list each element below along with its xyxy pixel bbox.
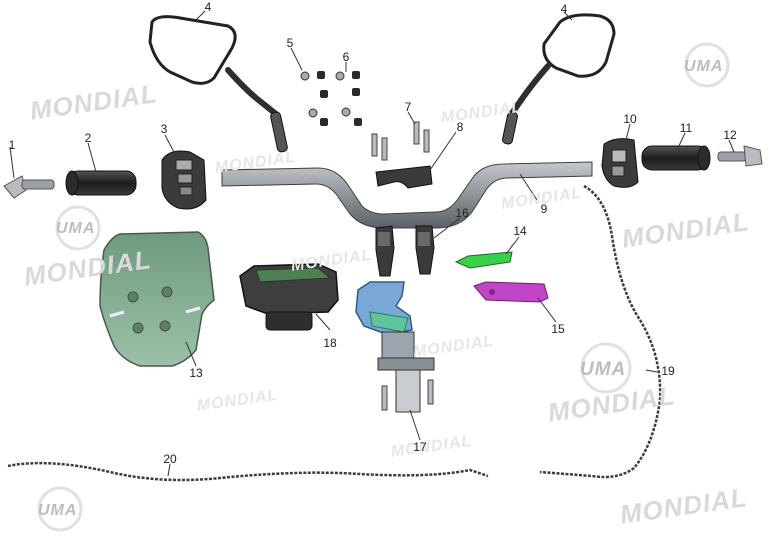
callout-13: 13 bbox=[189, 366, 203, 380]
nuts-washers bbox=[300, 71, 362, 126]
grip-left bbox=[65, 170, 137, 196]
leader-line bbox=[9, 146, 15, 179]
grip-right bbox=[641, 145, 711, 171]
clutch-cable bbox=[7, 461, 489, 482]
leader-line bbox=[185, 341, 197, 367]
riser-bracket bbox=[355, 281, 435, 413]
callout-14: 14 bbox=[513, 224, 527, 238]
leader-line bbox=[409, 409, 421, 441]
leader-line bbox=[433, 217, 461, 239]
switch-housing-left bbox=[161, 150, 207, 210]
leader-line bbox=[87, 142, 97, 173]
bar-end-left bbox=[3, 175, 55, 199]
leader-line bbox=[167, 463, 171, 477]
bar-end-right bbox=[717, 145, 763, 167]
leader-line bbox=[625, 123, 631, 141]
switch-housing-right bbox=[601, 138, 639, 188]
callout-16: 16 bbox=[455, 206, 469, 220]
handlebar-clamp-lower bbox=[375, 225, 435, 277]
leader-line bbox=[429, 131, 457, 171]
throttle-cable bbox=[539, 184, 662, 479]
uma-logo: UMA bbox=[684, 58, 724, 75]
mirror-right bbox=[502, 13, 616, 145]
callout-8: 8 bbox=[456, 120, 464, 134]
leader-line bbox=[164, 134, 177, 157]
uma-logo: UMA bbox=[38, 502, 78, 519]
uma-logo-watermark bbox=[37, 42, 730, 532]
handlebar-clamp-upper bbox=[375, 165, 433, 189]
leader-line bbox=[505, 236, 520, 255]
callout-9: 9 bbox=[540, 202, 548, 216]
uma-logo: UMA bbox=[580, 359, 627, 380]
instrument-cluster bbox=[239, 263, 339, 331]
callout-15: 15 bbox=[551, 322, 565, 336]
uma-logo: UMA bbox=[56, 220, 96, 237]
callout-19: 19 bbox=[661, 364, 675, 378]
bracket-part-14 bbox=[454, 251, 513, 269]
mirror-left bbox=[148, 15, 288, 153]
callout-11: 11 bbox=[679, 121, 693, 135]
windshield bbox=[99, 231, 215, 367]
callout-7: 7 bbox=[404, 100, 412, 114]
callout-6: 6 bbox=[342, 50, 350, 64]
callout-17: 17 bbox=[413, 440, 427, 454]
leader-line bbox=[563, 11, 573, 21]
clamp-bolts bbox=[371, 121, 430, 161]
callout-4-left: 4 bbox=[204, 0, 212, 14]
leader-line bbox=[315, 313, 331, 331]
callout-4-right: 4 bbox=[560, 2, 568, 16]
leader-line bbox=[407, 111, 416, 125]
callout-18: 18 bbox=[323, 336, 337, 350]
leader-line bbox=[195, 10, 206, 21]
callout-2: 2 bbox=[84, 131, 92, 145]
bracket-part-15 bbox=[473, 281, 549, 303]
callout-1: 1 bbox=[8, 138, 16, 152]
leader-line bbox=[519, 173, 538, 201]
leader-line bbox=[677, 132, 686, 149]
leader-line bbox=[290, 47, 303, 71]
leader-line bbox=[537, 297, 557, 323]
callout-3: 3 bbox=[160, 122, 168, 136]
callout-20: 20 bbox=[163, 452, 177, 466]
callout-12: 12 bbox=[723, 128, 737, 142]
leader-line bbox=[728, 139, 735, 153]
callout-5: 5 bbox=[286, 36, 294, 50]
handlebar bbox=[221, 161, 593, 229]
callout-10: 10 bbox=[623, 112, 637, 126]
leader-line bbox=[645, 369, 658, 373]
